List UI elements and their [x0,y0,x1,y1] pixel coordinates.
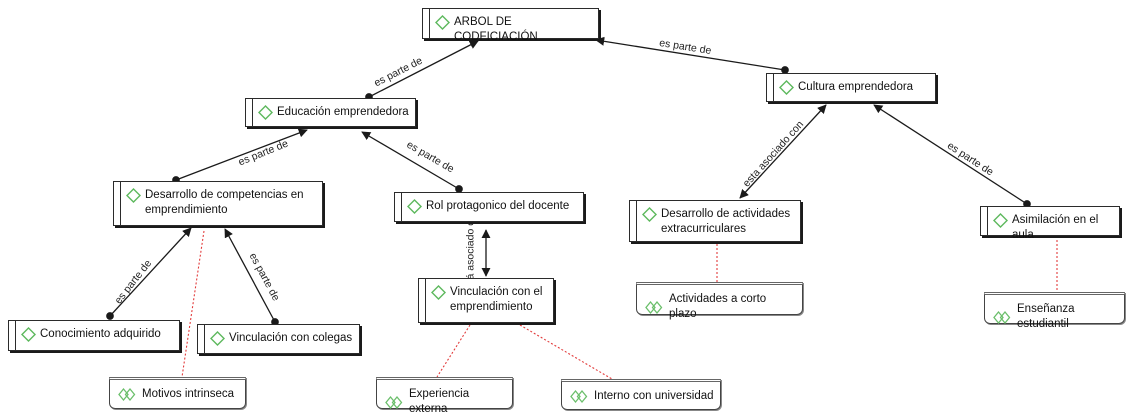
memo-label: Actividades a corto plazo [669,293,767,320]
memo-link-motivos [181,230,205,378]
code-label: Vinculación con colegas [229,332,353,344]
code-label: Asimilación en el aula [1012,214,1099,241]
memo-link-interno [519,324,613,380]
code-node-desarrollo-competencias[interactable]: Desarrollo de competencias en emprendimi… [113,181,323,226]
code-node-root[interactable]: ARBOL DE CODFICIACIÓN [422,8,599,43]
code-label: Conocimiento adquirido [40,328,161,340]
memo-label: Interno con universidad [594,390,714,402]
code-node-desarrollo-actividades[interactable]: Desarrollo de actividades extracurricula… [629,200,801,242]
link-rol-educacion [361,131,460,190]
code-icon [435,15,450,30]
link-asimilacion-cultura [873,104,1028,205]
code-label: Vinculación con el emprendimiento [450,286,543,313]
link-cultura-root [595,36,786,71]
memo-icon [118,387,136,402]
code-node-cultura[interactable]: Cultura emprendedora [766,73,936,102]
code-label: ARBOL DE CODFICIACIÓN [454,16,538,43]
code-icon [642,207,657,222]
code-label: Cultura emprendedora [798,81,914,93]
memo-node-ensenanza[interactable]: Enseñanza estudiantil [984,292,1125,330]
code-label: Rol protagonico del docente [426,200,570,212]
code-icon [779,80,794,95]
label-rol-vinculacion: á asociado c [464,220,477,280]
code-node-vinculacion-emprendimiento[interactable]: Vinculación con el emprendimiento [418,278,554,323]
code-node-rol-docente[interactable]: Rol protagonico del docente [394,192,584,222]
code-label: Desarrollo de actividades extracurricula… [661,208,791,235]
memo-label: Enseñanza estudiantil [1017,303,1075,330]
memo-node-interno[interactable]: Interno con universidad [561,379,721,410]
code-icon [21,327,36,342]
code-label: Desarrollo de competencias en emprendimi… [145,189,304,216]
code-label: Educación emprendedora [277,106,409,118]
link-educacion-root [368,40,479,98]
code-node-educacion[interactable]: Educación emprendedora [245,98,416,127]
code-icon [258,105,273,120]
code-icon [407,199,422,214]
memo-icon [570,389,588,404]
link-conocimiento-desarrollo [109,227,192,317]
link-actividades-cultura [739,104,827,199]
link-desarrollo-educacion [175,128,308,181]
link-colegas-desarrollo [224,228,276,323]
memo-icon [993,310,1011,325]
memo-icon [645,300,663,315]
code-node-asimilacion[interactable]: Asimilación en el aula [980,206,1120,241]
code-node-vinculacion-colegas[interactable]: Vinculación con colegas [197,324,360,354]
memo-node-motivos[interactable]: Motivos intrinseca [109,377,246,409]
code-icon [210,331,225,346]
memo-icon [385,395,403,410]
memo-label: Experiencia externa [409,388,470,415]
code-icon [126,188,141,203]
memo-label: Motivos intrinseca [142,388,235,400]
code-icon [431,285,446,300]
code-icon [993,213,1008,228]
code-node-conocimiento[interactable]: Conocimiento adquirido [8,320,180,351]
memo-node-actividades[interactable]: Actividades a corto plazo [636,282,803,320]
memo-link-experiencia [436,324,471,378]
memo-node-experiencia[interactable]: Experiencia externa [376,377,513,415]
